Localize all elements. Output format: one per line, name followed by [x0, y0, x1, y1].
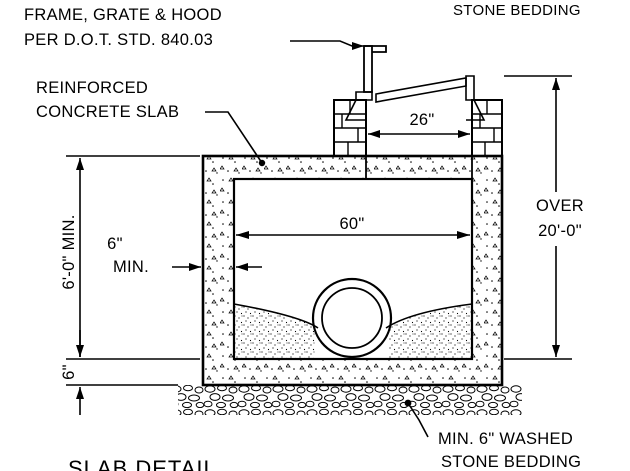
bedding-label-line2: STONE BEDDING	[441, 453, 581, 471]
frame-label-line2: PER D.O.T. STD. 840.03	[24, 31, 213, 49]
dim-over-label-line2: 20'-0"	[538, 222, 582, 240]
brick-course-left	[333, 99, 367, 157]
slab-label-line2: CONCRETE SLAB	[36, 103, 179, 121]
dim-height-label: 6'-0" MIN.	[60, 214, 78, 289]
leader-slab	[205, 111, 263, 164]
drawing-title: SLAB DETAIL	[68, 456, 217, 471]
dim-base-label: 6"	[60, 364, 78, 380]
brick-course-right	[471, 99, 503, 157]
pipe	[311, 277, 393, 359]
dim-opening	[368, 130, 470, 138]
slab-label-line1: REINFORCED	[36, 79, 148, 97]
dim-wall	[172, 263, 262, 271]
leader-frame	[290, 40, 364, 50]
frame-label-line1: FRAME, GRATE & HOOD	[24, 6, 222, 24]
dim-wall-label-line1: 6"	[107, 235, 123, 253]
dim-wall-label-line2: MIN.	[113, 258, 149, 276]
dim-inner-width-label: 60"	[339, 215, 364, 233]
leader-bedding	[404, 399, 429, 438]
top-right-label: STONE BEDDING	[453, 2, 581, 19]
frame-grate-hood	[344, 45, 486, 121]
dim-opening-label: 26"	[409, 111, 434, 129]
dim-inner-width	[236, 231, 470, 239]
invert-fill	[233, 303, 473, 359]
dim-height	[66, 155, 200, 415]
dim-over	[504, 75, 572, 360]
bedding-label-line1: MIN. 6" WASHED	[438, 430, 573, 448]
stone-bedding	[178, 385, 522, 415]
dim-over-label-line1: OVER	[536, 197, 584, 215]
